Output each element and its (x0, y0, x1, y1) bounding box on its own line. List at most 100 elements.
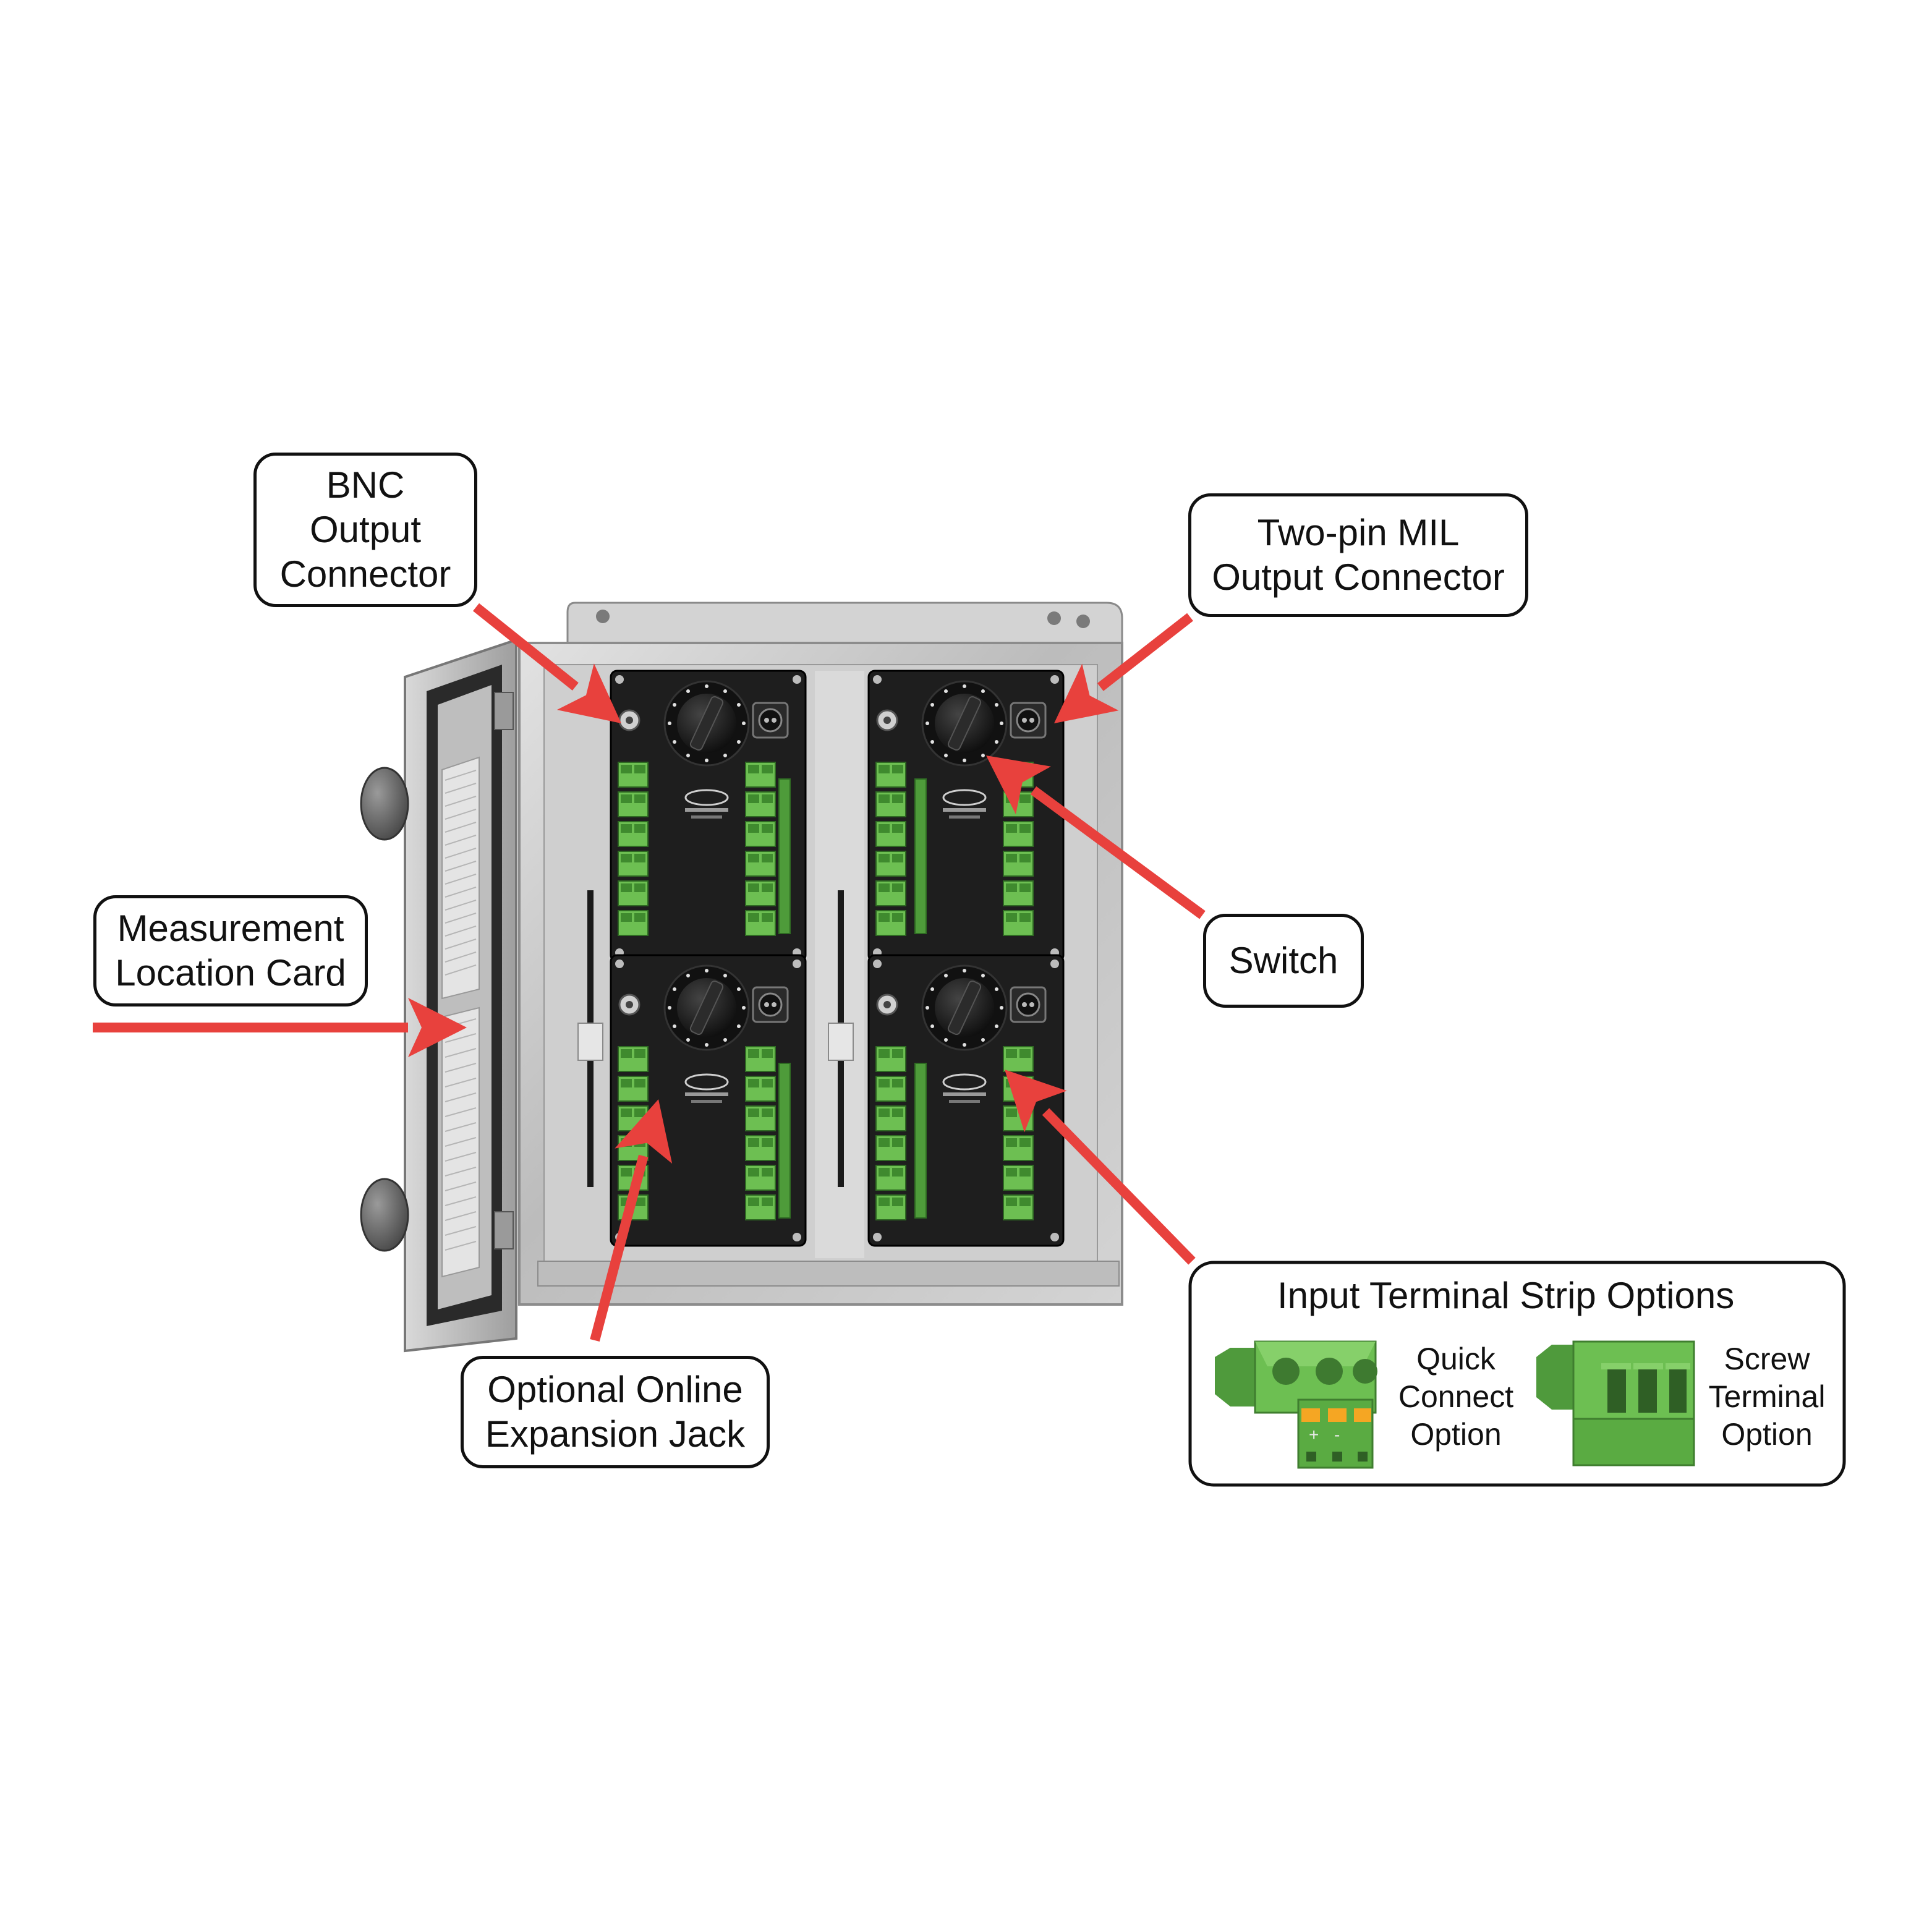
rotary-switch-icon (663, 964, 750, 1051)
rotary-switch-icon (921, 680, 1008, 767)
circuit-board (610, 670, 807, 963)
svg-text:+: + (1309, 1425, 1319, 1444)
terminal-block (618, 821, 649, 847)
terminal-block (875, 821, 906, 847)
terminal-block (745, 880, 776, 906)
callout-bnc-line-3: Connector (279, 553, 451, 595)
measurement-location-card (441, 756, 480, 1278)
quick-line-3: Option (1410, 1417, 1502, 1452)
terminal-block (745, 1165, 776, 1191)
terminal-block (745, 1194, 776, 1220)
terminal-block (875, 880, 906, 906)
terminal-block (745, 910, 776, 936)
circuit-board (867, 670, 1065, 963)
callout-switch-line-1: Switch (1228, 940, 1338, 981)
terminal-block (745, 762, 776, 788)
terminal-block (745, 821, 776, 847)
terminal-block (1003, 1194, 1034, 1220)
terminal-block (745, 1105, 776, 1131)
mil-connector-icon (752, 986, 789, 1023)
terminal-strip-options: + - (1188, 1261, 1846, 1487)
terminal-block (745, 1076, 776, 1102)
terminal-block (618, 1046, 649, 1072)
arrow-mil (1054, 613, 1193, 723)
screw-line-2: Terminal (1708, 1379, 1826, 1414)
terminal-block (618, 791, 649, 817)
terminal-block (875, 1105, 906, 1131)
expansion-header-strip (914, 1063, 927, 1219)
terminal-block (1003, 1135, 1034, 1161)
terminal-block (618, 851, 649, 877)
circuit-board (867, 954, 1065, 1247)
terminal-block (745, 1046, 776, 1072)
terminal-block (1003, 1046, 1034, 1072)
terminal-block (1003, 851, 1034, 877)
terminal-strip-title: Input Terminal Strip Options (1277, 1275, 1735, 1316)
terminal-block (745, 791, 776, 817)
arrow-switch (986, 755, 1206, 919)
bnc-connector-icon (618, 709, 640, 731)
bnc-connector-icon (876, 994, 898, 1016)
quick-line-2: Connect (1398, 1379, 1514, 1414)
terminal-block (1003, 821, 1034, 847)
expansion-header-strip (778, 778, 791, 934)
terminal-block (618, 910, 649, 936)
rotary-switch-icon (921, 964, 1008, 1051)
screw-terminal-option-label: Screw Terminal Option (1699, 1340, 1835, 1453)
bnc-connector-icon (618, 994, 640, 1016)
terminal-block (618, 880, 649, 906)
quick-line-1: Quick (1416, 1342, 1496, 1376)
bnc-connector-icon (876, 709, 898, 731)
mil-connector-icon (752, 702, 789, 739)
arrow-card (93, 998, 467, 1057)
terminal-block (745, 851, 776, 877)
circuit-board (610, 954, 807, 1247)
screw-line-1: Screw (1724, 1342, 1810, 1376)
callout-switch: Switch (1203, 914, 1364, 1008)
terminal-block (875, 1135, 906, 1161)
callout-mil-line-2: Output Connector (1212, 556, 1505, 598)
terminal-block (1003, 910, 1034, 936)
terminal-block (745, 1135, 776, 1161)
terminal-block (875, 1165, 906, 1191)
callout-card-line-2: Location Card (115, 952, 346, 994)
expansion-header-strip (778, 1063, 791, 1219)
switch-boards (610, 670, 1065, 1247)
mil-connector-icon (1010, 702, 1047, 739)
arrow-jack (590, 1099, 673, 1342)
mil-connector-icon (1010, 986, 1047, 1023)
callout-measurement-location-card: Measurement Location Card (93, 895, 368, 1006)
terminal-block (875, 1046, 906, 1072)
quick-connect-option-label: Quick Connect Option (1388, 1340, 1524, 1453)
callout-card-line-1: Measurement (117, 908, 344, 949)
arrow-bnc (473, 603, 621, 723)
screw-terminal-icon (1536, 1340, 1695, 1466)
callout-arrows (93, 603, 1206, 1342)
expansion-header-strip (914, 778, 927, 934)
callout-jack-line-2: Expansion Jack (485, 1413, 746, 1455)
screw-line-3: Option (1721, 1417, 1813, 1452)
terminal-block (1003, 880, 1034, 906)
terminal-block (875, 1076, 906, 1102)
rotary-switch-icon (663, 680, 750, 767)
callout-mil-line-1: Two-pin MIL (1257, 512, 1460, 553)
terminal-block (618, 762, 649, 788)
callout-optional-online-expansion-jack: Optional Online Expansion Jack (461, 1356, 770, 1468)
terminal-block (875, 851, 906, 877)
enclosure-door (360, 638, 517, 1353)
callout-jack-line-1: Optional Online (487, 1369, 743, 1410)
callout-two-pin-mil-output-connector: Two-pin MIL Output Connector (1188, 493, 1528, 617)
terminal-block (875, 762, 906, 788)
terminal-block (875, 1194, 906, 1220)
terminal-block (875, 791, 906, 817)
callout-bnc-line-2: Output (309, 509, 422, 550)
quick-connect-terminal-icon: + - (1215, 1340, 1377, 1469)
terminal-block (1003, 1165, 1034, 1191)
terminal-block (618, 1076, 649, 1102)
callout-bnc-line-1: BNC (326, 464, 405, 506)
terminal-block (875, 910, 906, 936)
callout-bnc-output-connector: BNC Output Connector (253, 453, 477, 607)
svg-text:-: - (1334, 1425, 1340, 1444)
arrow-strip (1005, 1070, 1196, 1265)
